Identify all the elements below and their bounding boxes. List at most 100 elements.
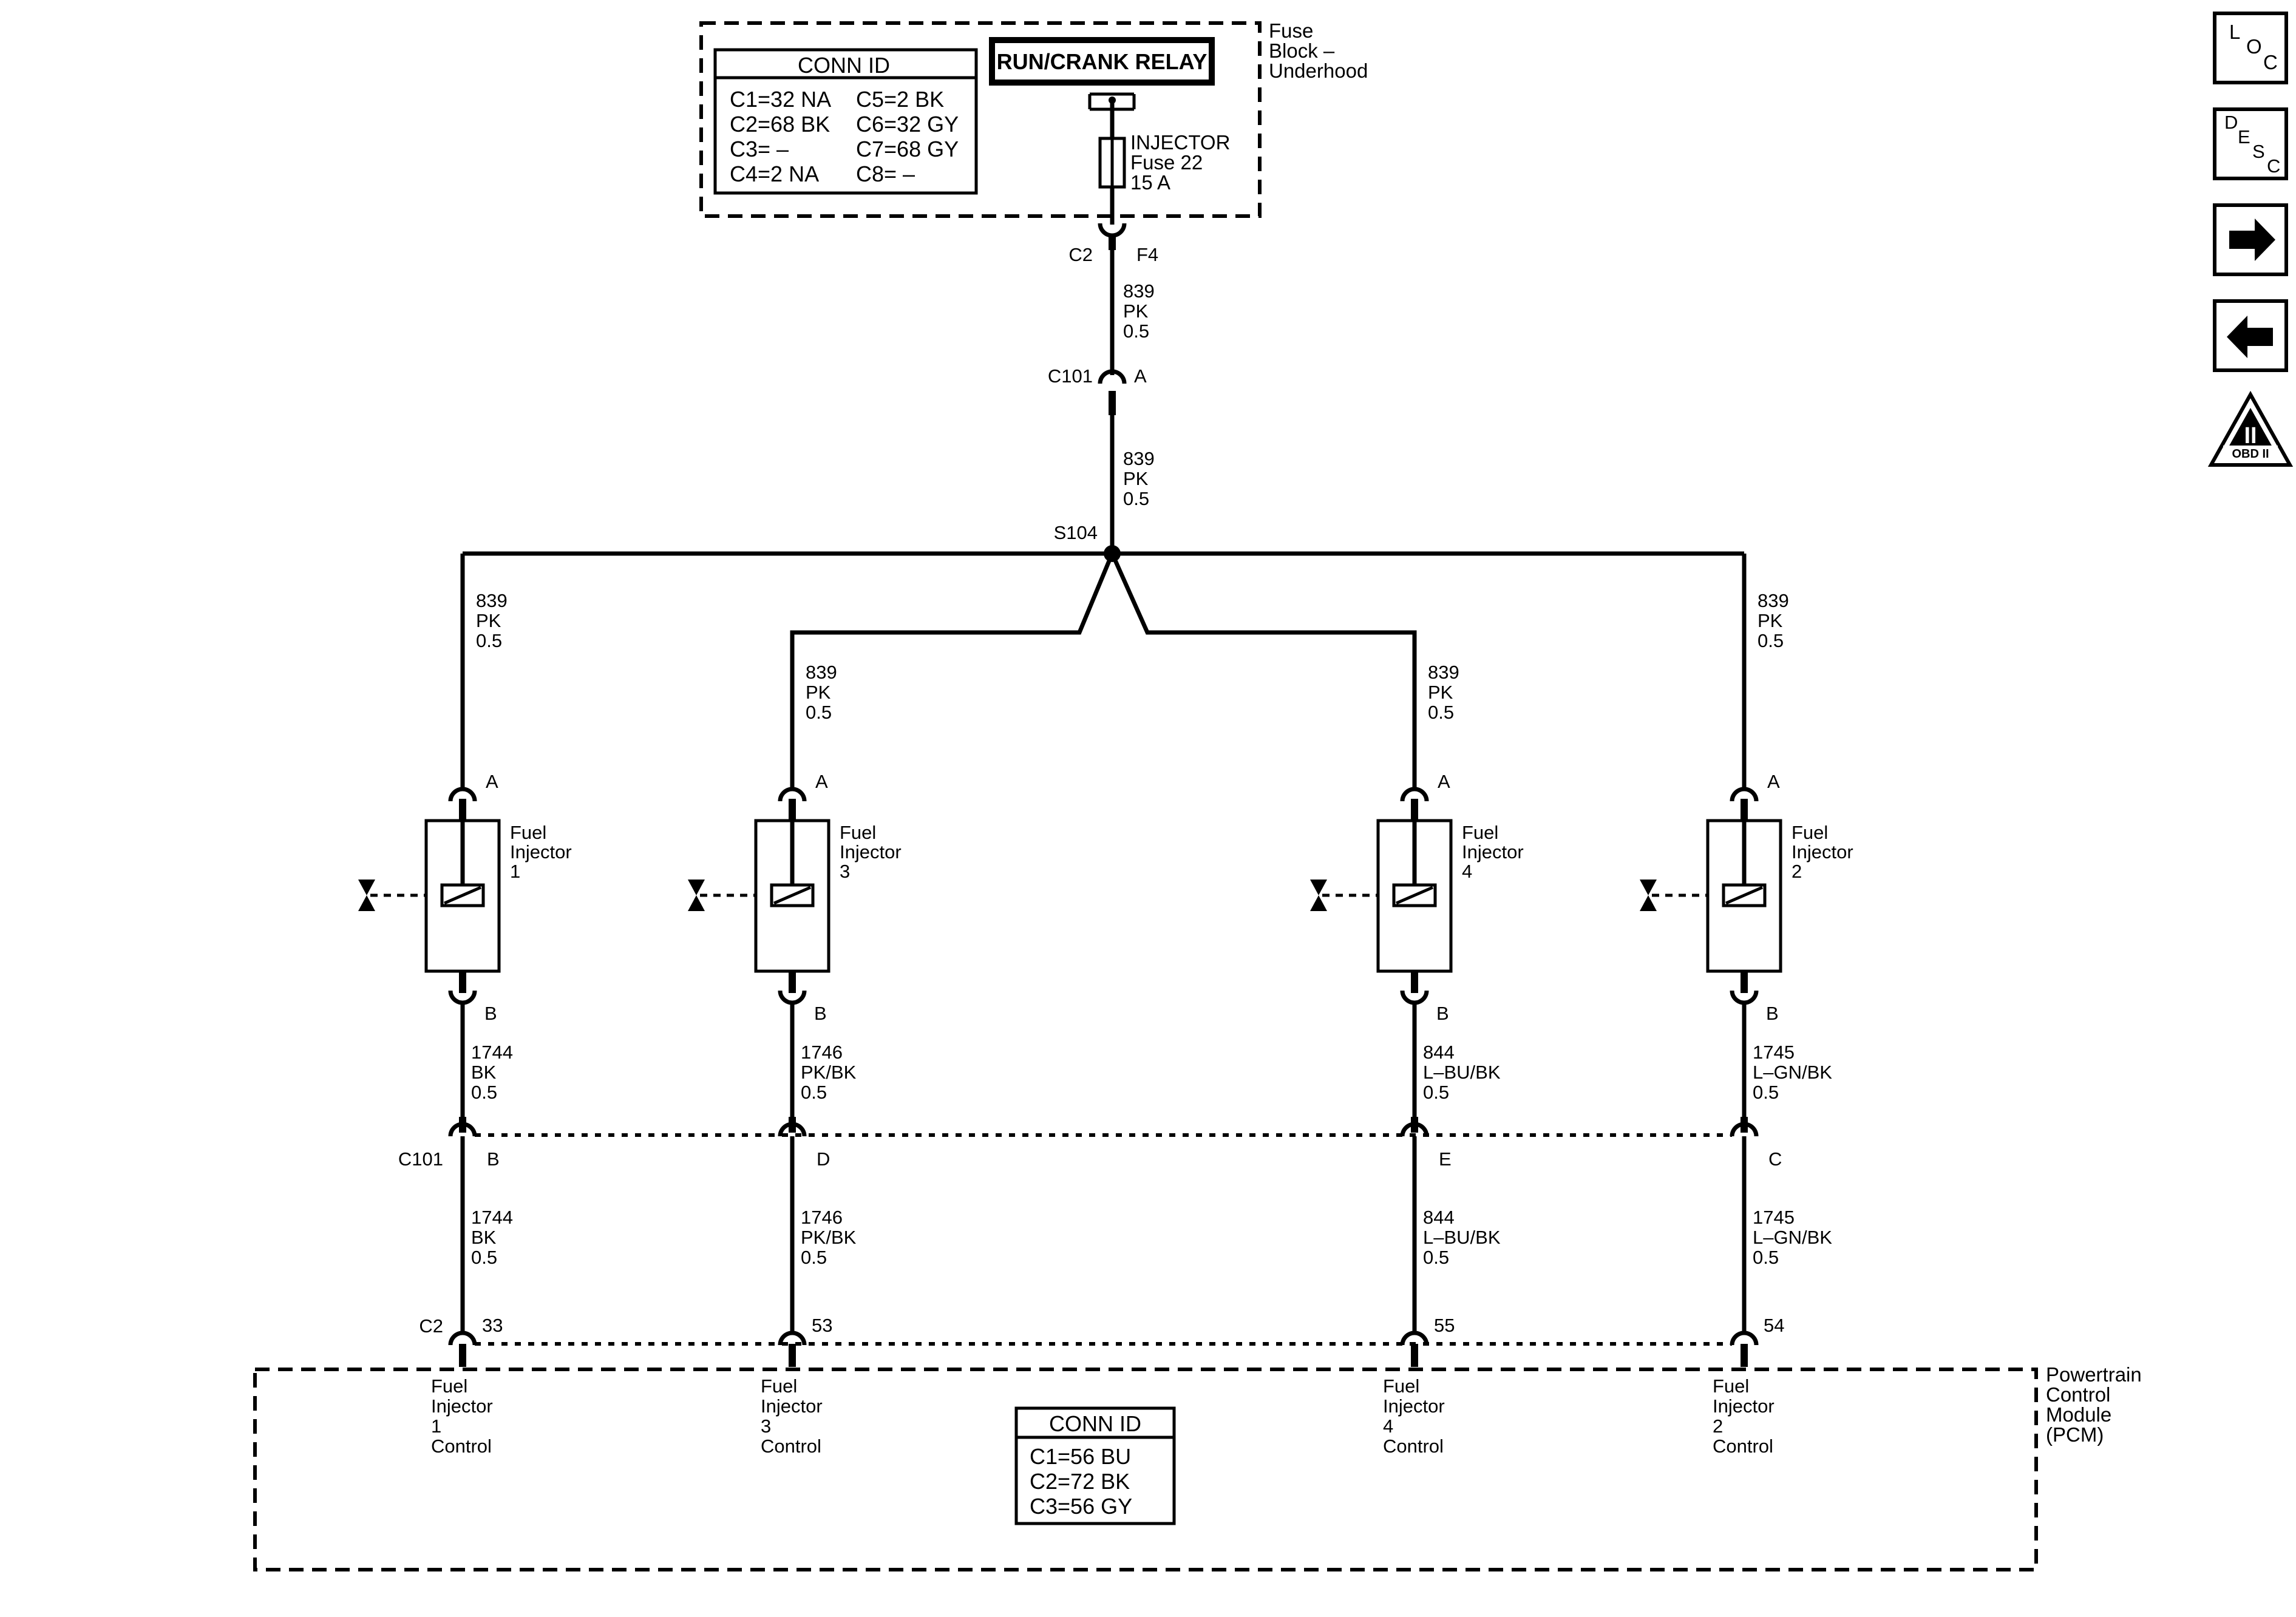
fuse-block-conn-id-table: CONN ID C1=32 NA C2=68 BK C3= – C4=2 NA …	[713, 48, 978, 195]
pcm-conn-id-table: CONN ID C1=56 BU C2=72 BK C3=56 GY	[1014, 1406, 1176, 1525]
branch-wire-label: PK	[476, 610, 501, 631]
pcm-input-label: Injector	[1383, 1395, 1445, 1417]
wire-c-label: 1744	[471, 1207, 513, 1228]
injector-label-2: Injector	[1462, 841, 1524, 863]
wire-c-label: 0.5	[1423, 1247, 1449, 1268]
pcm-input-label: Fuel	[1713, 1375, 1749, 1397]
conn-id-c6: C6=32 GY	[856, 112, 959, 137]
desc-icon-d: D	[2224, 112, 2238, 133]
pin-b-label: B	[1766, 1003, 1779, 1024]
pcm-conn-id-title: CONN ID	[1049, 1411, 1141, 1436]
solenoid-winding	[444, 886, 481, 905]
wire-c-label: L–GN/BK	[1753, 1227, 1832, 1248]
branch-wire-label: 0.5	[1428, 702, 1454, 723]
pcm-conn-id-c3: C3=56 GY	[1030, 1494, 1132, 1519]
pin-a-label: A	[1438, 771, 1450, 792]
injector-label-1: Fuel	[1462, 822, 1498, 843]
injector-label-1: Fuel	[840, 822, 876, 843]
run-crank-relay: RUN/CRANK RELAY	[989, 37, 1215, 86]
feed-wire-1-color: PK	[1123, 300, 1149, 322]
injector-label-1: Fuel	[510, 822, 546, 843]
wire-c-label: L–BU/BK	[1423, 1227, 1501, 1248]
pcm-input-label: Control	[1713, 1436, 1773, 1457]
branch-wire-label: PK	[806, 682, 831, 703]
connector-c2-top: C2	[1068, 244, 1093, 265]
valve-icon-bottom	[1640, 895, 1657, 911]
pcm: Powertrain Control Module (PCM) CONN ID …	[253, 1363, 2142, 1571]
splice-s104: S104	[460, 522, 1747, 790]
pin-b-label: B	[1436, 1003, 1449, 1024]
injector-label-3: 2	[1792, 861, 1802, 882]
wire-b-label: L–GN/BK	[1753, 1062, 1832, 1083]
branch-wire-label: 839	[1428, 662, 1459, 683]
pcm-input-label: 4	[1383, 1415, 1393, 1437]
c101-connector	[1730, 1122, 1759, 1137]
fuse-label-2: Fuse 22	[1130, 151, 1203, 174]
run-crank-relay-label: RUN/CRANK RELAY	[997, 49, 1207, 74]
pcm-input-label: Injector	[1713, 1395, 1775, 1417]
wire-b-label: 1744	[471, 1042, 513, 1063]
arrow-left-icon[interactable]	[2213, 299, 2288, 372]
conn-id-c1: C1=32 NA	[730, 87, 831, 112]
pcm-input-label: 2	[1713, 1415, 1723, 1437]
splice-s104-label: S104	[1054, 522, 1098, 543]
obd-ii-icon[interactable]: II OBD II	[2207, 390, 2294, 467]
c101-pin-label: D	[817, 1148, 830, 1170]
nav-desc-button[interactable]: D E S C	[2213, 107, 2288, 180]
desc-icon-s: S	[2252, 141, 2265, 162]
wire-b-label: 0.5	[1423, 1082, 1449, 1103]
pin-b-label: B	[814, 1003, 827, 1024]
connector-c2-pcm: C2	[419, 1315, 443, 1337]
wire-b-label: L–BU/BK	[1423, 1062, 1501, 1083]
c101-pin-label: B	[487, 1148, 500, 1170]
loc-icon-l: L	[2229, 21, 2240, 43]
solenoid-icon	[1392, 883, 1437, 907]
feed-wire-1-circuit: 839	[1123, 280, 1155, 302]
valve-icon-bottom	[358, 895, 375, 911]
desc-icon-e: E	[2238, 126, 2250, 147]
pcm-input-label: Control	[431, 1436, 492, 1457]
pin-b-connector	[1730, 990, 1759, 1005]
injector-label-3: 3	[840, 861, 850, 882]
pcm-connector	[778, 1331, 807, 1346]
injector-channel-1: 839PK0.5AFuelInjector1B1744BK0.5B1744BK0…	[358, 590, 572, 1457]
solenoid-winding	[1396, 886, 1433, 905]
branch-wire-label: PK	[1428, 682, 1453, 703]
pin-a-connector	[448, 787, 477, 802]
wire-c-label: 0.5	[801, 1247, 827, 1268]
pcm-conn-id-c2: C2=72 BK	[1030, 1469, 1130, 1494]
connector-c101-lower: C101	[398, 1148, 443, 1170]
valve-icon-bottom	[688, 895, 705, 911]
pin-a-connector	[1400, 787, 1429, 802]
nav-loc-button[interactable]: L O C	[2213, 12, 2288, 84]
pin-a-label: A	[1767, 771, 1780, 792]
fuse-block-underhood: Fuse Block – Underhood CONN ID C1=32 NA …	[699, 19, 1368, 225]
conn-id-c8: C8= –	[856, 161, 915, 186]
injector-label-2: Injector	[1792, 841, 1853, 863]
pcm-input-label: Control	[761, 1436, 821, 1457]
wire-c-label: 1746	[801, 1207, 843, 1228]
branch-wire-label: 0.5	[806, 702, 832, 723]
pin-a-top: A	[1134, 365, 1147, 387]
c101-pin-label: C	[1768, 1148, 1782, 1170]
injector-circuits: 839PK0.5AFuelInjector1B1744BK0.5B1744BK0…	[358, 590, 1853, 1457]
c101-pin-label: E	[1439, 1148, 1452, 1170]
pcm-pin-label: 33	[482, 1315, 503, 1336]
pcm-label-1: Powertrain	[2046, 1363, 2142, 1386]
arrow-right-icon[interactable]	[2213, 203, 2288, 276]
injector-channel-2: 839PK0.5AFuelInjector3B1746PK/BK0.5D1746…	[688, 662, 902, 1457]
wire-c-label: 1745	[1753, 1207, 1795, 1228]
conn-id-c5: C5=2 BK	[856, 87, 944, 112]
valve-icon-top	[688, 880, 705, 895]
pin-b-connector	[448, 990, 477, 1005]
solenoid-icon	[440, 883, 485, 907]
valve-icon-bottom	[1310, 895, 1327, 911]
pcm-label-4: (PCM)	[2046, 1423, 2104, 1446]
pcm-input-label: Fuel	[1383, 1375, 1419, 1397]
pcm-pin-label: 54	[1764, 1315, 1784, 1336]
pcm-conn-id-c1: C1=56 BU	[1030, 1444, 1131, 1469]
injector-label-1: Fuel	[1792, 822, 1828, 843]
branch-wire-label: PK	[1758, 610, 1783, 631]
feed-wire-2-circuit: 839	[1123, 448, 1155, 469]
